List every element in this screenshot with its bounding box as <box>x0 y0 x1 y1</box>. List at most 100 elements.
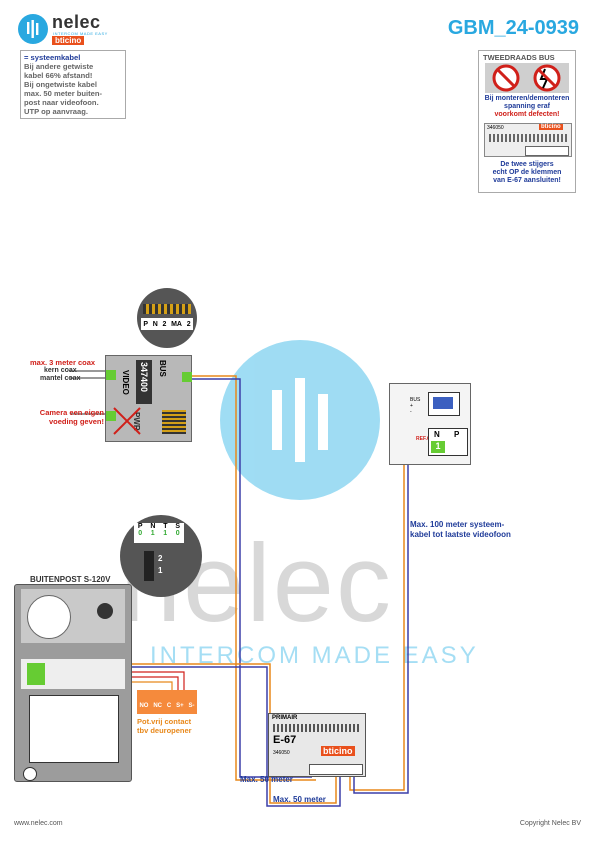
zoom-terminal-strip-outdoor: P N T S 0 1 1 0 <box>134 523 184 543</box>
warning-line: echt OP de klemmen <box>492 169 562 176</box>
brand-name: nelec <box>52 12 101 32</box>
note-line: UTP op aanvraag. <box>24 107 89 116</box>
cable-note-title: = systeemkabel <box>24 53 81 62</box>
zoom-value: 0 <box>175 530 180 537</box>
screen-display <box>433 397 453 409</box>
e67-title: PRIMAIR <box>272 715 298 721</box>
dip-label: 1 <box>158 566 163 575</box>
watermark-circle <box>220 340 380 500</box>
pwr-crossed-icon <box>113 407 141 435</box>
module-347400: VIDEO 347400 BUS PWR <box>105 355 192 442</box>
zoom-terminal-strip: P N 2 MA 2 <box>141 318 193 330</box>
side-label: BUS <box>410 397 421 403</box>
outdoor-title: BUITENPOST S-120V <box>30 575 111 584</box>
side-label: + <box>410 403 413 409</box>
system-note-line: kabel tot laatste videofoon <box>410 530 511 539</box>
zoom-terminal: S <box>175 523 181 530</box>
zoom-value: 1 <box>150 530 155 537</box>
side-label: - <box>410 409 412 415</box>
wire-outdoor-orange <box>120 663 337 804</box>
module-center: 347400 <box>136 360 152 404</box>
contact-label-line: Pot.vrij contact <box>137 717 192 726</box>
warning-line: van E-67 aansluiten! <box>493 177 561 184</box>
contact-terminal: S+ <box>176 703 184 709</box>
terminal-p: P <box>454 430 460 439</box>
e67-vents <box>273 724 361 732</box>
warning-line: voorkomt defecten! <box>494 111 560 118</box>
module-ref: 346050 <box>487 125 504 131</box>
zoom-terminal: MA <box>171 320 182 328</box>
videofoon-side-labels: BUS + - <box>410 397 420 415</box>
terminal-n: N <box>434 430 440 439</box>
warning-line: spanning eraf <box>504 103 550 110</box>
wire-outdoor-blue <box>120 666 341 807</box>
dip-switch <box>144 551 154 581</box>
e67-module: PRIMAIR E-67 346050 bticino <box>268 713 366 777</box>
note-line: kabel 66% afstand! <box>24 71 93 80</box>
e67-terminals <box>309 764 363 775</box>
outdoor-terminals <box>27 663 45 685</box>
warning-line: De twee stijgers <box>500 161 554 168</box>
dip-label: 2 <box>158 554 163 563</box>
zoom-pins <box>143 304 191 314</box>
wire-bus-orange <box>190 375 316 781</box>
cable-note: = systeemkabel Bij andere getwiste kabel… <box>20 50 126 119</box>
brand-tagline: INTERCOM MADE EASY <box>53 31 108 36</box>
length-label-2: Max. 50 meter <box>273 795 326 804</box>
name-card-area <box>29 695 119 763</box>
module-terminals <box>525 146 569 156</box>
contact-label: Pot.vrij contact tbv deuropener <box>137 717 192 735</box>
dip-labels: 2 1 <box>158 553 162 577</box>
note-line: Bij andere getwiste <box>24 62 94 71</box>
contact-terminal: S- <box>188 703 195 709</box>
speaker-area <box>21 589 125 643</box>
zoom-terminal: N <box>152 320 158 328</box>
pwr-terminal <box>106 411 116 421</box>
warning-box: TWEEDRAADS BUS Bij monteren/demonteren s… <box>478 50 576 193</box>
contact-terminal: NO <box>139 703 149 709</box>
system-note: Max. 100 meter systeem- kabel tot laatst… <box>410 520 511 540</box>
camera-note-line: Camera een eigen <box>39 408 104 417</box>
speaker-icon <box>27 595 71 639</box>
outdoor-terminal-zoom: P N T S 0 1 1 0 2 1 <box>120 515 202 597</box>
contact-label-line: tbv deuropener <box>137 726 192 735</box>
zoom-terminal: T <box>163 523 168 530</box>
bus-terminal-zoom: P N 2 MA 2 <box>137 288 197 348</box>
e67-name: E-67 <box>273 734 297 746</box>
warning-module: 346050 bticino <box>484 123 572 157</box>
coax-core-label: kern coax <box>44 367 77 374</box>
document-code: GBM_24-0939 <box>447 17 579 39</box>
no-power-icon <box>485 63 569 93</box>
note-line: Bij ongetwiste kabel <box>24 80 98 89</box>
jumper: 1 <box>431 441 445 453</box>
videofoon: BUS + - REF.OK N P 1 <box>389 383 471 465</box>
camera-lens-icon <box>97 603 113 619</box>
videofoon-screen <box>428 392 460 416</box>
bticino-logo: bticino <box>52 36 85 45</box>
contact-terminal: C <box>166 703 172 709</box>
video-label: VIDEO <box>121 370 130 395</box>
zoom-terminal: P <box>137 523 143 530</box>
e67-brand: bticino <box>321 746 355 756</box>
video-terminal <box>106 370 116 380</box>
module-brand: bticino <box>539 124 563 130</box>
module-pins <box>162 410 186 434</box>
warning-line: Bij monteren/demonteren <box>484 95 570 102</box>
button-icon <box>23 767 37 781</box>
pwr-label: PWR <box>132 412 141 431</box>
zoom-terminal: 2 <box>186 320 191 328</box>
terminal-area <box>21 659 125 689</box>
outdoor-panel <box>14 584 132 782</box>
camera-note: Camera een eigen voeding geven! <box>30 408 104 426</box>
warning-text-2: De twee stijgers echt OP de klemmen van … <box>481 161 573 185</box>
footer-copyright: Copyright Nelec BV <box>519 820 581 827</box>
zoom-value: 1 <box>163 530 168 537</box>
footer-url[interactable]: www.nelec.com <box>14 820 63 827</box>
zoom-value: 0 <box>138 530 143 537</box>
zoom-terminal: P <box>143 320 149 328</box>
system-note-line: Max. 100 meter systeem- <box>410 520 505 529</box>
bus-label: BUS <box>158 360 167 377</box>
note-line: max. 50 meter buiten- <box>24 89 103 98</box>
bus-terminal <box>182 372 192 382</box>
